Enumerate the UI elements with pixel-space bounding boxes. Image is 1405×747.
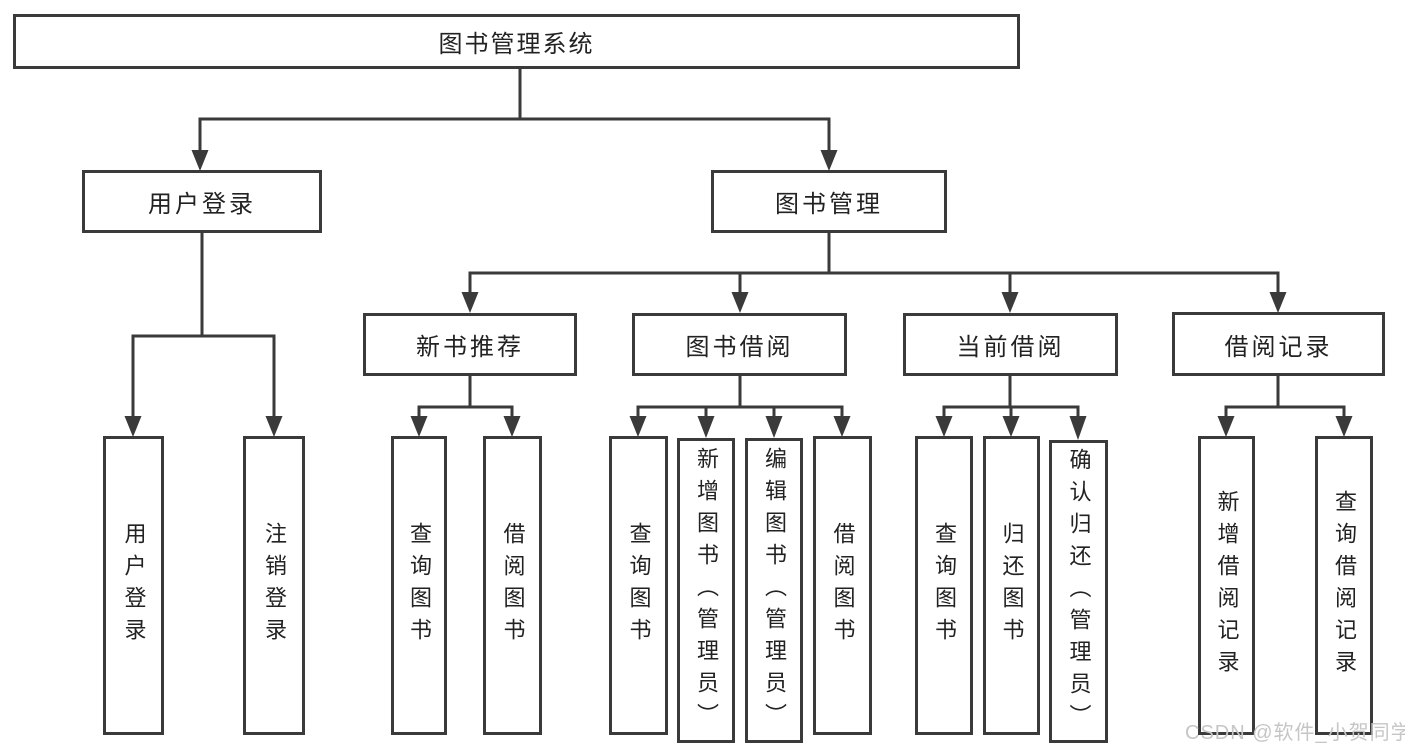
leaf-logout-login-label: 注销登录 bbox=[262, 521, 287, 650]
connectors-new-book-recommend-to-leaves bbox=[410, 376, 521, 437]
leaf-confirm-return-admin-label: 确认归还（管理员） bbox=[1066, 447, 1092, 736]
leaf-add-book-admin: 新增图书（管理员） bbox=[677, 438, 735, 743]
leaf-add-book-admin-label: 新增图书（管理员） bbox=[694, 446, 719, 735]
leaf-query-books-recommend: 查询图书 bbox=[391, 436, 447, 735]
node-user-login: 用户登录 bbox=[82, 170, 322, 233]
leaf-query-books-borrow-label: 查询图书 bbox=[626, 521, 652, 650]
connectors-current-borrow-to-leaves bbox=[935, 376, 1087, 440]
leaf-query-borrow-record: 查询借阅记录 bbox=[1315, 436, 1373, 735]
leaf-user-login-label: 用户登录 bbox=[121, 521, 147, 650]
leaf-return-book: 归还图书 bbox=[983, 436, 1040, 735]
leaf-borrow-books-borrow-label: 借阅图书 bbox=[830, 521, 856, 650]
node-book-management: 图书管理 bbox=[711, 170, 947, 233]
leaf-query-books-borrow: 查询图书 bbox=[609, 436, 668, 735]
leaf-borrow-books-recommend: 借阅图书 bbox=[483, 436, 542, 735]
leaf-query-books-recommend-label: 查询图书 bbox=[407, 521, 432, 650]
node-book-borrow: 图书借阅 bbox=[632, 313, 847, 376]
leaf-return-book-label: 归还图书 bbox=[999, 521, 1025, 650]
leaf-query-borrow-record-label: 查询借阅记录 bbox=[1332, 489, 1357, 682]
leaf-borrow-books-recommend-label: 借阅图书 bbox=[500, 521, 526, 650]
connectors-root-to-level2 bbox=[191, 69, 838, 171]
node-root: 图书管理系统 bbox=[13, 14, 1020, 69]
leaf-edit-book-admin-label: 编辑图书（管理员） bbox=[762, 446, 787, 735]
leaf-query-books-current: 查询图书 bbox=[915, 436, 973, 735]
node-borrow-records: 借阅记录 bbox=[1172, 312, 1385, 376]
connectors-borrow-records-to-leaves bbox=[1217, 376, 1353, 437]
leaf-user-login: 用户登录 bbox=[103, 436, 164, 735]
connectors-user-login-to-leaves bbox=[124, 233, 283, 437]
connectors-book-management-to-level3 bbox=[461, 233, 1287, 313]
leaf-query-books-current-label: 查询图书 bbox=[932, 521, 957, 650]
node-current-borrow: 当前借阅 bbox=[903, 313, 1118, 376]
leaf-borrow-books-borrow: 借阅图书 bbox=[813, 436, 872, 735]
leaf-add-borrow-record-label: 新增借阅记录 bbox=[1214, 489, 1240, 682]
leaf-add-borrow-record: 新增借阅记录 bbox=[1198, 436, 1255, 735]
connectors-book-borrow-to-leaves bbox=[629, 376, 851, 438]
leaf-logout-login: 注销登录 bbox=[243, 436, 305, 735]
node-new-book-recommend: 新书推荐 bbox=[363, 313, 577, 376]
leaf-edit-book-admin: 编辑图书（管理员） bbox=[745, 438, 803, 743]
leaf-confirm-return-admin: 确认归还（管理员） bbox=[1049, 440, 1108, 743]
watermark: CSDN @软件_小贺同学 bbox=[1185, 722, 1405, 744]
